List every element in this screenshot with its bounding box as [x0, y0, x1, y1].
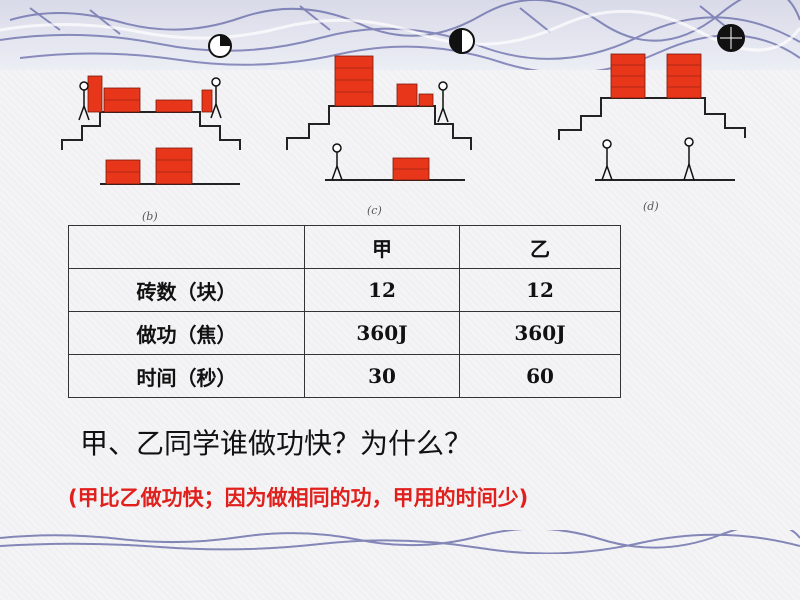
- scene-b: (b): [60, 30, 250, 223]
- table-cell: 做功（焦）: [68, 311, 305, 355]
- table-cell: 12: [304, 268, 460, 312]
- question-text: 甲、乙同学谁做功快？为什么？: [80, 427, 473, 460]
- table-cell: 12: [459, 268, 621, 312]
- table-row: 做功（焦） 360J 360J: [68, 311, 621, 355]
- bottom-decorative-band: [0, 523, 800, 555]
- table-header-row: 甲 乙: [68, 225, 621, 269]
- person-icon: [601, 139, 613, 181]
- scene-b-label: (b): [142, 210, 158, 223]
- person-icon: [331, 143, 343, 181]
- table-cell: 30: [304, 354, 460, 398]
- answer-text: (甲比乙做功快；因为做相同的功，甲用的时间少): [68, 486, 529, 510]
- table-cell: 360J: [304, 311, 460, 355]
- scene-c-drawing: [286, 28, 475, 181]
- person-icon: [210, 77, 222, 119]
- table-row: 砖数（块） 12 12: [68, 268, 621, 312]
- person-icon: [683, 137, 695, 181]
- scene-c-label: (c): [367, 204, 382, 217]
- table-cell: 时间（秒）: [68, 354, 305, 398]
- table-cell: 砖数（块）: [68, 268, 305, 312]
- bottom-band-strokes: [0, 523, 800, 555]
- top-band-strokes: [0, 0, 800, 74]
- scene-b-drawing: [61, 34, 241, 185]
- table-cell: 60: [459, 354, 621, 398]
- table-header-cell: 乙: [459, 225, 621, 269]
- clock-icon-full: [717, 24, 745, 52]
- scene-d-label: (d): [643, 200, 659, 213]
- person-icon: [437, 81, 449, 123]
- table-cell: 360J: [459, 311, 621, 355]
- clock-icon-quarter: [208, 34, 232, 58]
- clock-icon-half: [449, 28, 475, 54]
- table-header-cell: [68, 225, 305, 269]
- table-row: 时间（秒） 30 60: [68, 354, 621, 398]
- scene-c: (c): [285, 28, 480, 217]
- table-header-cell: 甲: [304, 225, 460, 269]
- person-icon: [78, 81, 90, 121]
- scene-d-drawing: [558, 24, 746, 181]
- work-comparison-table: 甲 乙 砖数（块） 12 12 做功（焦） 360J 360J 时间（秒） 30…: [68, 225, 621, 398]
- scene-d: (d): [555, 22, 755, 213]
